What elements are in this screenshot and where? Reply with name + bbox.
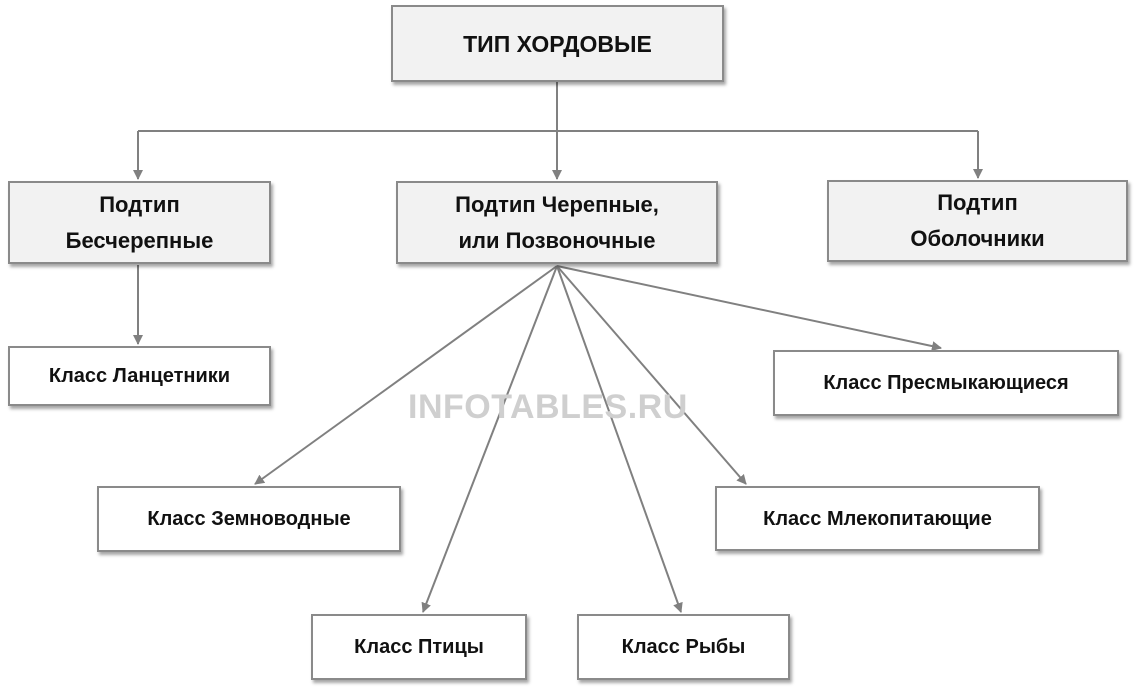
arrow-to-mlekopitayushchie xyxy=(556,265,747,485)
subtype-cherepnye: Подтип Черепные, или Позвоночные xyxy=(396,181,718,264)
class-mlekopitayushchie: Класс Млекопитающие xyxy=(715,486,1040,551)
class-ptitsy: Класс Птицы xyxy=(311,614,527,680)
watermark: INFOTABLES.RU xyxy=(408,388,688,426)
arrow-to-zemnovodnye xyxy=(254,265,558,485)
class-presmykayushchiesya: Класс Пресмыкающиеся xyxy=(773,350,1119,416)
subtype-beskherepnye: Подтип Бесчерепные xyxy=(8,181,271,264)
class-ryby: Класс Рыбы xyxy=(577,614,790,680)
class-lancetniki: Класс Ланцетники xyxy=(8,346,271,406)
root-node: ТИП ХОРДОВЫЕ xyxy=(391,5,724,82)
arrow-to-presmykayushchiesya xyxy=(556,265,942,352)
arrow-to-ptitsy xyxy=(421,265,558,613)
arrow-to-ryby xyxy=(556,265,683,613)
class-zemnovodnye: Класс Земноводные xyxy=(97,486,401,552)
subtype-obolochniki: Подтип Оболочники xyxy=(827,180,1128,262)
